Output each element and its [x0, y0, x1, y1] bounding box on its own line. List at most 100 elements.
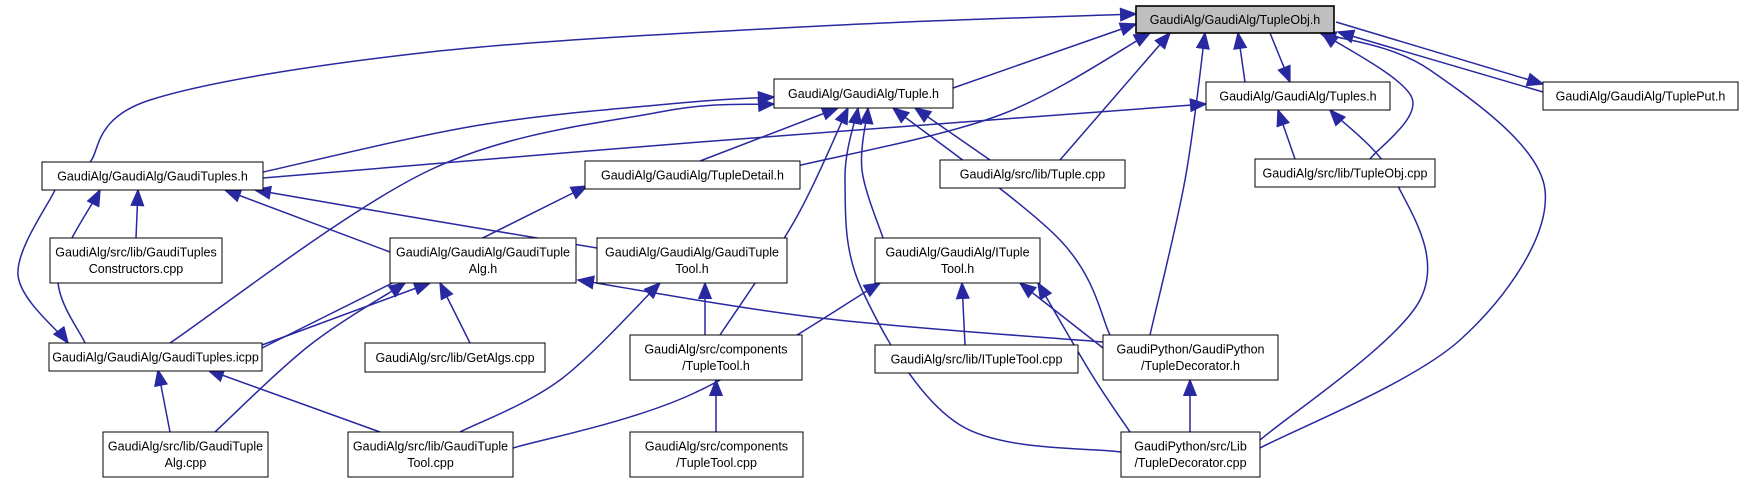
edge-tupledecorator-cpp-to-tuples-h	[1259, 108, 1429, 441]
node-itupletool-cpp[interactable]: GaudiAlg/src/lib/ITupleTool.cpp	[874, 344, 1079, 374]
edge-gaudituples-h-to-tuples-h	[262, 98, 1208, 179]
node-gaudituplealg-h-box[interactable]	[389, 237, 577, 284]
node-tupletool-cpp-box[interactable]	[629, 431, 804, 478]
node-tupleobj-cpp[interactable]: GaudiAlg/src/lib/TupleObj.cpp	[1254, 158, 1436, 188]
edge-gauditupletool-cpp-to-gaudituples-icpp	[206, 368, 381, 433]
edge-tupleobj-h-to-tupleput-h	[1335, 21, 1545, 87]
node-tupleobj-cpp-box[interactable]	[1254, 158, 1436, 188]
node-tuple-cpp[interactable]: GaudiAlg/src/lib/Tuple.cpp	[939, 159, 1126, 189]
edge-tupledecorator-cpp-to-itupletool-h	[1037, 281, 1131, 433]
node-itupletool-h-box[interactable]	[874, 237, 1041, 284]
node-gaudituples-icpp[interactable]: GaudiAlg/GaudiAlg/GaudiTuples.icpp	[48, 342, 263, 372]
edge-tuple-cpp-to-tupleobj-h	[1059, 31, 1172, 161]
edge-tupledecorator-h-to-itupletool-h	[1018, 281, 1104, 349]
node-gauditupletool-h-box[interactable]	[596, 237, 788, 284]
node-tuples-h-label: GaudiAlg/GaudiAlg/Tuples.h	[1219, 90, 1376, 104]
node-tupleobj-cpp-label: GaudiAlg/src/lib/TupleObj.cpp	[1263, 167, 1428, 181]
node-tupleobj-h: GaudiAlg/GaudiAlg/TupleObj.h	[1135, 5, 1335, 34]
edge-tupledetail-h-to-tupleobj-h	[796, 32, 1152, 167]
node-constructors-cpp-box[interactable]	[49, 237, 223, 284]
edge-tupledetail-h-to-tuple-h	[699, 107, 840, 162]
edge-gauditupletool-cpp-to-gauditupletool-h	[459, 281, 662, 433]
node-tupleobj-h-label: GaudiAlg/GaudiAlg/TupleObj.h	[1150, 13, 1321, 27]
edge-tuple-cpp-to-tuple-h	[913, 106, 991, 161]
node-tupleput-h-label: GaudiAlg/GaudiAlg/TuplePut.h	[1556, 90, 1726, 104]
edge-itupletool-cpp-to-itupletool-h	[955, 281, 970, 346]
edge-tupleobj-cpp-to-tupleobj-h	[1320, 31, 1414, 160]
edge-tuples-h-to-tupleobj-h	[1233, 31, 1248, 83]
node-tupletool-cpp[interactable]: GaudiAlg/src/components/TupleTool.cpp	[629, 431, 804, 478]
node-gaudituples-h[interactable]: GaudiAlg/GaudiAlg/GaudiTuples.h	[41, 161, 264, 191]
node-tupledetail-h-box[interactable]	[584, 160, 801, 190]
edge-tupledecorator-h-to-gaudituplealg-h	[576, 275, 1104, 343]
node-tuple-h-label: GaudiAlg/GaudiAlg/Tuple.h	[788, 87, 939, 101]
edge-tupletool-h-to-tuple-h	[719, 106, 849, 336]
node-tupletool-h[interactable]: GaudiAlg/src/components/TupleTool.h	[629, 334, 803, 381]
node-tupletool-cpp-label: GaudiAlg/src/components/TupleTool.cpp	[645, 440, 788, 471]
node-gaudituples-icpp-label: GaudiAlg/GaudiAlg/GaudiTuples.icpp	[52, 351, 259, 365]
node-gaudituplealg-cpp-box[interactable]	[102, 431, 269, 478]
node-tupletool-h-box[interactable]	[629, 334, 803, 381]
edge-tupleobj-h-to-tuples-h	[1269, 32, 1291, 84]
edge-tupledecorator-cpp-to-tuple-h	[844, 106, 1122, 453]
node-tuples-h-box[interactable]	[1205, 81, 1391, 111]
edge-gaudituplealg-cpp-to-gaudituples-icpp	[154, 368, 171, 433]
edge-getalgs-cpp-to-gaudituplealg-h	[439, 281, 471, 344]
node-tuple-cpp-box[interactable]	[939, 159, 1126, 189]
node-tupledecorator-h-box[interactable]	[1102, 334, 1279, 381]
node-itupletool-cpp-label: GaudiAlg/src/lib/ITupleTool.cpp	[891, 353, 1063, 367]
node-gaudituples-h-label: GaudiAlg/GaudiAlg/GaudiTuples.h	[57, 170, 248, 184]
edge-gaudituples-h-to-tuple-h	[262, 90, 776, 173]
node-tuples-h[interactable]: GaudiAlg/GaudiAlg/Tuples.h	[1205, 81, 1391, 111]
edge-tuple-h-to-tupleobj-h	[952, 22, 1138, 89]
edge-tupledecorator-h-to-tuple-h	[891, 106, 1111, 336]
node-tuple-h-box[interactable]	[773, 78, 954, 109]
edge-gaudituples-icpp-to-gaudituplealg-h	[261, 281, 432, 346]
edge-tupledecorator-h-to-tupleobj-h	[1149, 31, 1210, 336]
node-tupledecorator-h-label: GaudiPython/GaudiPython/TupleDecorator.h	[1116, 343, 1264, 374]
node-tupledecorator-cpp[interactable]: GaudiPython/src/Lib/TupleDecorator.cpp	[1120, 431, 1261, 478]
node-getalgs-cpp-label: GaudiAlg/src/lib/GetAlgs.cpp	[375, 351, 534, 365]
edge-gaudituples-icpp-to-tuple-h	[169, 97, 776, 344]
edge-gauditupletool-cpp-to-itupletool-h	[512, 282, 882, 449]
node-tupledetail-h-label: GaudiAlg/GaudiAlg/TupleDetail.h	[601, 169, 784, 183]
edge-tupleobj-cpp-to-tuples-h	[1276, 108, 1296, 160]
node-tupletool-h-label: GaudiAlg/src/components/TupleTool.h	[644, 343, 787, 374]
edge-itupletool-h-to-tuple-h	[859, 106, 884, 239]
edge-gaudituples-h-to-gaudituples-icpp	[17, 189, 70, 345]
edge-gaudituplealg-cpp-to-gaudituplealg-h	[214, 282, 407, 433]
node-tupledecorator-h[interactable]: GaudiPython/GaudiPython/TupleDecorator.h	[1102, 334, 1279, 381]
edge-gaudituples-h-to-tupleobj-h	[89, 7, 1138, 163]
node-tupleobj-h-box	[1135, 5, 1335, 34]
node-getalgs-cpp-box[interactable]	[364, 342, 546, 373]
edge-tupleput-h-to-tupleobj-h	[1336, 29, 1544, 93]
edge-gaudituplealg-h-to-gaudituples-h	[223, 188, 391, 253]
node-tupleput-h[interactable]: GaudiAlg/GaudiAlg/TuplePut.h	[1542, 81, 1739, 111]
node-gaudituples-h-box[interactable]	[41, 161, 264, 191]
edge-constructors-cpp-to-gaudituples-h	[130, 188, 145, 239]
node-gauditupletool-cpp-box[interactable]	[347, 431, 514, 478]
node-getalgs-cpp[interactable]: GaudiAlg/src/lib/GetAlgs.cpp	[364, 342, 546, 373]
node-tupledecorator-cpp-label: GaudiPython/src/Lib/TupleDecorator.cpp	[1134, 440, 1247, 471]
node-tupledecorator-cpp-box[interactable]	[1120, 431, 1261, 478]
node-tupledetail-h[interactable]: GaudiAlg/GaudiAlg/TupleDetail.h	[584, 160, 801, 190]
node-tuple-h[interactable]: GaudiAlg/GaudiAlg/Tuple.h	[773, 78, 954, 109]
node-itupletool-cpp-box[interactable]	[874, 344, 1079, 374]
node-gaudituples-icpp-box[interactable]	[48, 342, 263, 372]
node-tuple-cpp-label: GaudiAlg/src/lib/Tuple.cpp	[960, 168, 1105, 182]
node-tupleput-h-box[interactable]	[1542, 81, 1739, 111]
